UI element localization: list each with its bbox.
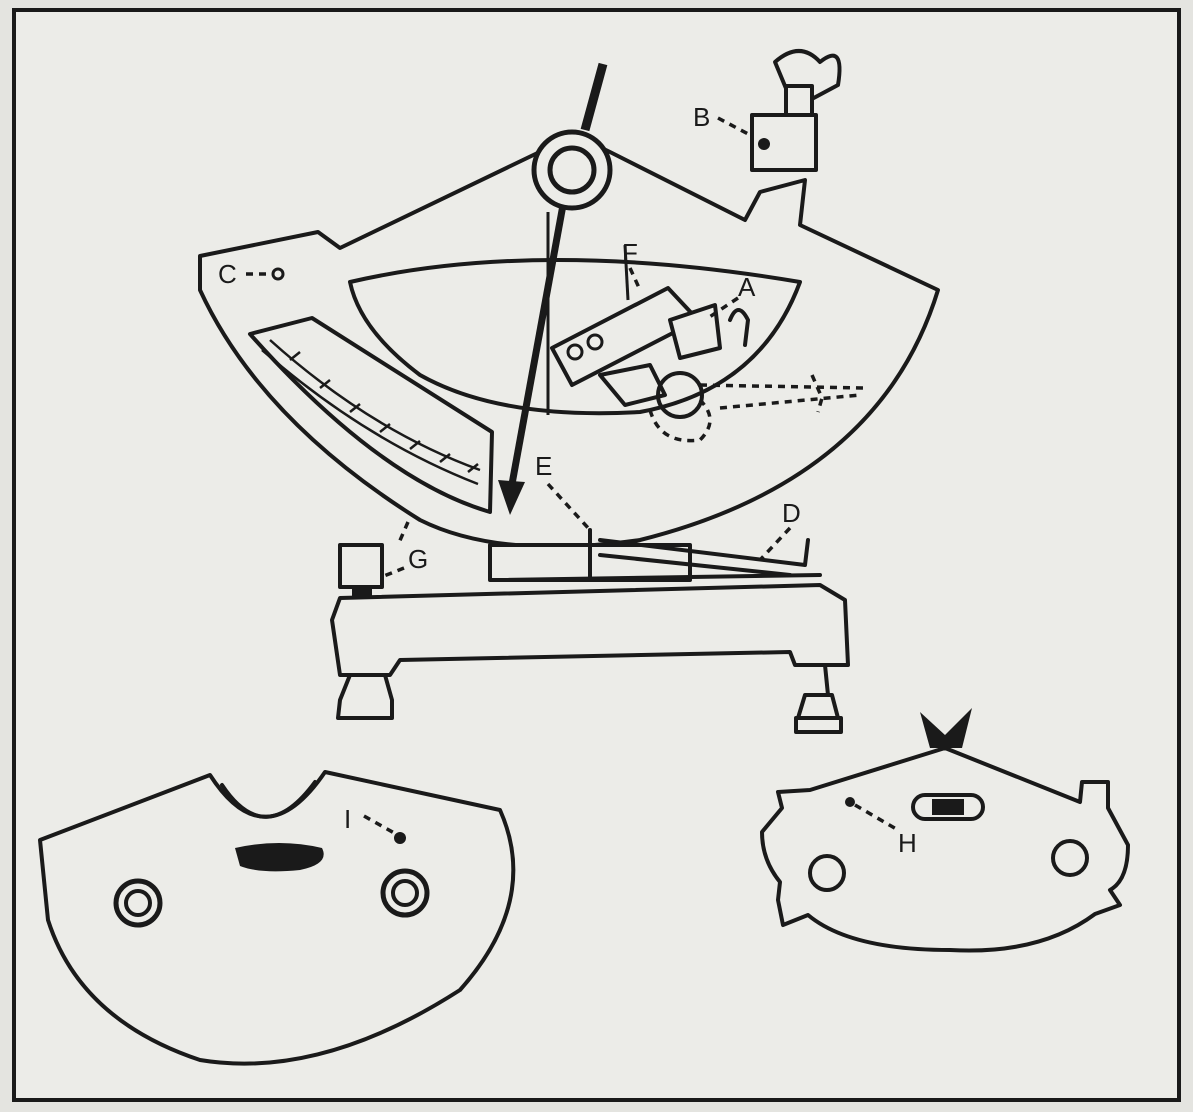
label-h-group: H	[854, 803, 917, 858]
right-plate-slot	[911, 793, 985, 821]
label-d-group: D	[758, 498, 801, 562]
scale-strip-inner-2	[261, 349, 479, 486]
label-c: C	[218, 259, 237, 289]
label-h: H	[898, 828, 917, 858]
label-i-group: I	[344, 804, 397, 836]
pivot-top-arm	[580, 62, 608, 132]
base	[330, 528, 850, 734]
right-hole-1	[808, 854, 846, 892]
right-plate	[760, 708, 1130, 953]
lever-assembly-a	[550, 244, 750, 419]
pointer-tip	[498, 480, 525, 515]
label-b: B	[693, 102, 710, 132]
label-a: A	[738, 272, 756, 302]
label-b-group: B	[693, 102, 751, 137]
right-hole-2	[1051, 839, 1089, 877]
left-hole-1	[113, 878, 163, 928]
label-f-group: F	[622, 238, 642, 291]
inner-window	[348, 258, 802, 416]
label-d: D	[782, 498, 801, 528]
pivot-hub-inner	[547, 145, 597, 195]
label-g-group: G	[383, 521, 428, 578]
main-balance	[198, 49, 940, 734]
label-e-group: E	[535, 451, 592, 532]
pivot-hub-outer	[531, 129, 613, 211]
label-i: I	[344, 804, 351, 834]
dashed-lever-position	[648, 374, 866, 443]
scale-strip	[248, 316, 494, 514]
right-plate-clip	[920, 708, 972, 748]
label-f: F	[622, 238, 638, 268]
label-e: E	[535, 451, 552, 481]
left-hole-2	[380, 868, 430, 918]
label-g: G	[408, 544, 428, 574]
label-a-group: A	[707, 272, 756, 320]
left-plate-slot	[235, 843, 324, 872]
scale-strip-inner	[269, 339, 481, 472]
left-plate	[38, 770, 516, 1066]
pointer	[506, 204, 567, 496]
label-c-group: C	[218, 259, 285, 289]
scale-ticks	[289, 351, 479, 473]
counterweight-b	[750, 49, 842, 172]
